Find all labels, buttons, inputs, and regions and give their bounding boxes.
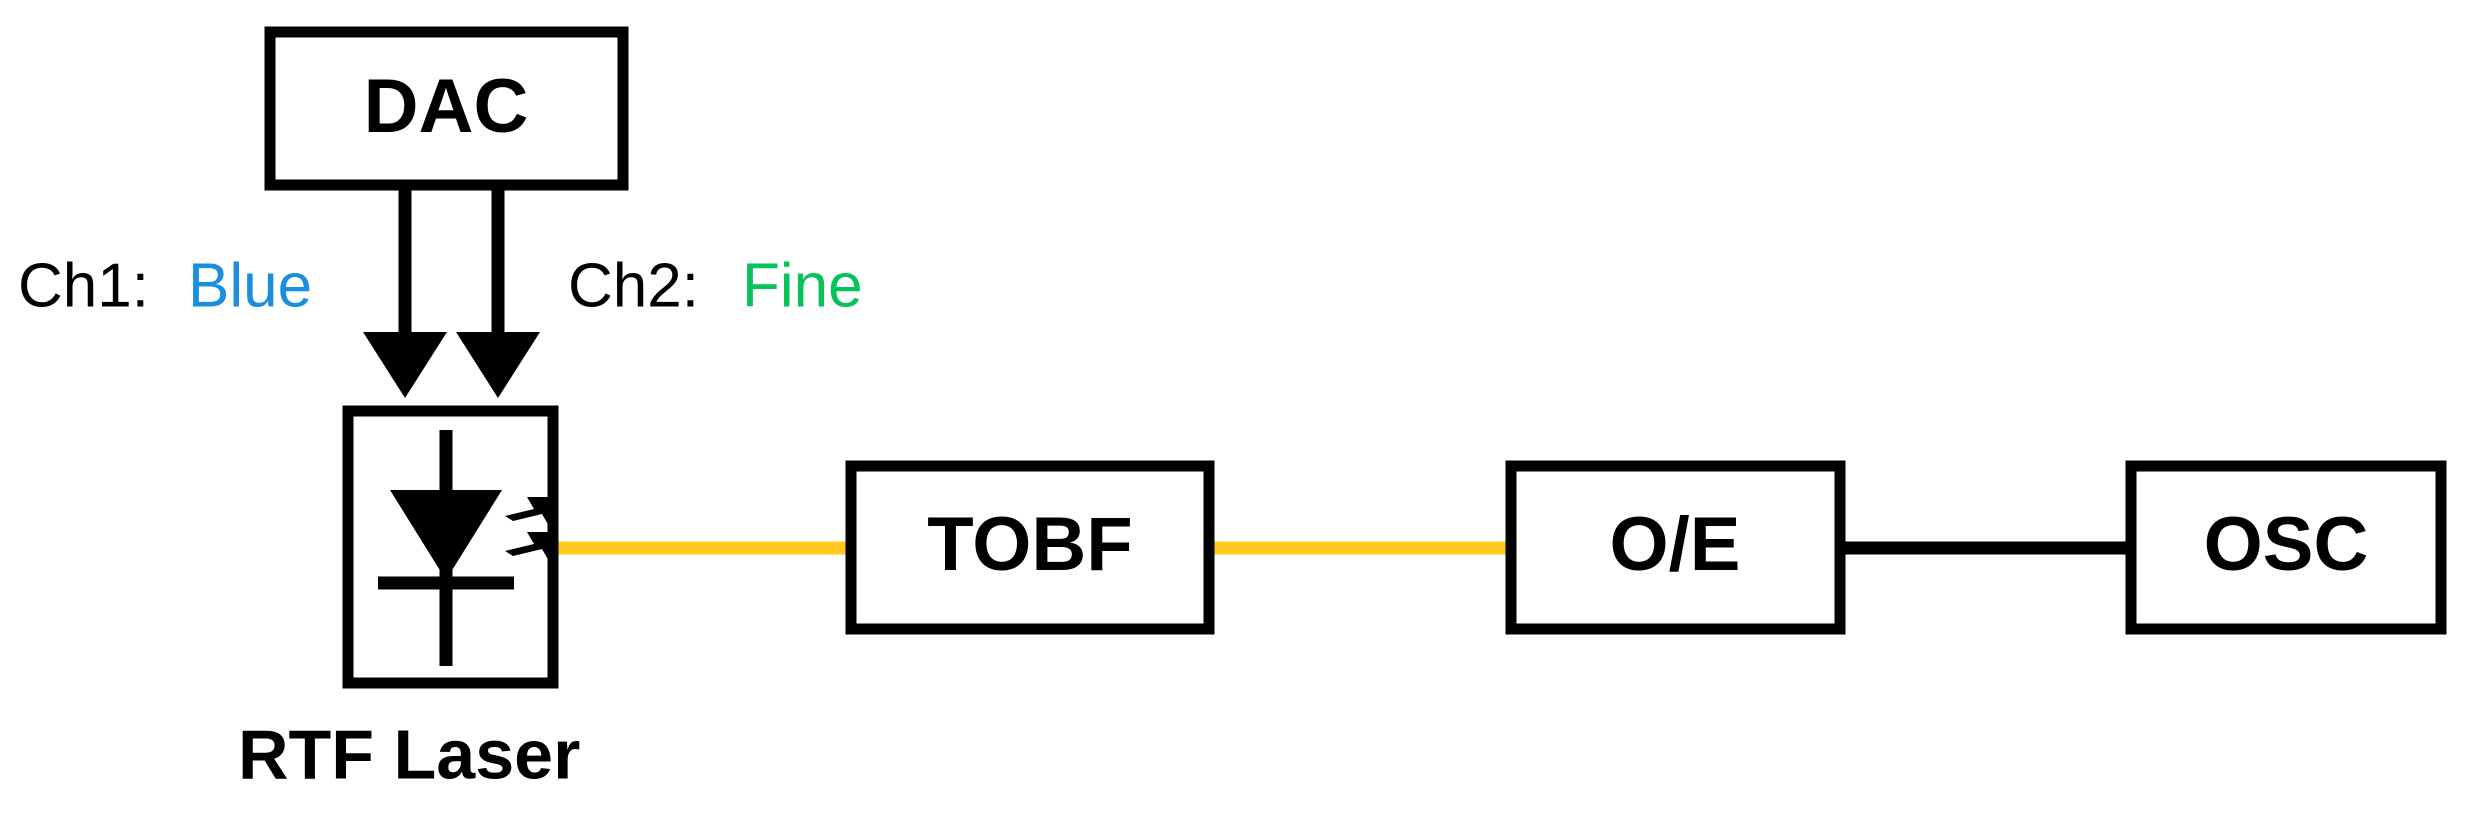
- block-tobf[interactable]: TOBF: [845, 460, 1215, 635]
- channel1-value: Blue: [188, 251, 312, 320]
- tobf-box: [845, 460, 1215, 635]
- diode-triangle: [390, 490, 502, 580]
- laser-diode-symbol: [378, 430, 556, 666]
- channel2-value: Fine: [742, 251, 863, 320]
- arrow-head-ch2: [456, 332, 540, 398]
- rtf-laser-caption: RTF Laser: [238, 715, 580, 793]
- channel1-name: Ch1:: [18, 251, 149, 320]
- block-osc[interactable]: OSC: [2125, 460, 2447, 635]
- channel1-annotation: Ch1: Blue: [18, 251, 312, 320]
- oe-box: [1505, 460, 1846, 635]
- block-dac[interactable]: DAC: [264, 26, 629, 191]
- block-oe[interactable]: O/E: [1505, 460, 1846, 635]
- dac-label: DAC: [364, 64, 529, 149]
- light-emission-arrows: [505, 497, 556, 561]
- osc-label: OSC: [2204, 502, 2369, 587]
- block-rtf-laser[interactable]: RTF Laser: [238, 405, 580, 793]
- channel2-annotation: Ch2: Fine: [568, 251, 863, 320]
- dac-box: [264, 26, 629, 191]
- arrow-dac-ch1: [363, 185, 447, 398]
- arrow-dac-ch2: [456, 185, 540, 398]
- osc-box: [2125, 460, 2447, 635]
- channel2-name: Ch2:: [568, 251, 699, 320]
- arrow-head-ch1: [363, 332, 447, 398]
- tobf-label: TOBF: [927, 502, 1132, 587]
- oe-label: O/E: [1610, 502, 1741, 587]
